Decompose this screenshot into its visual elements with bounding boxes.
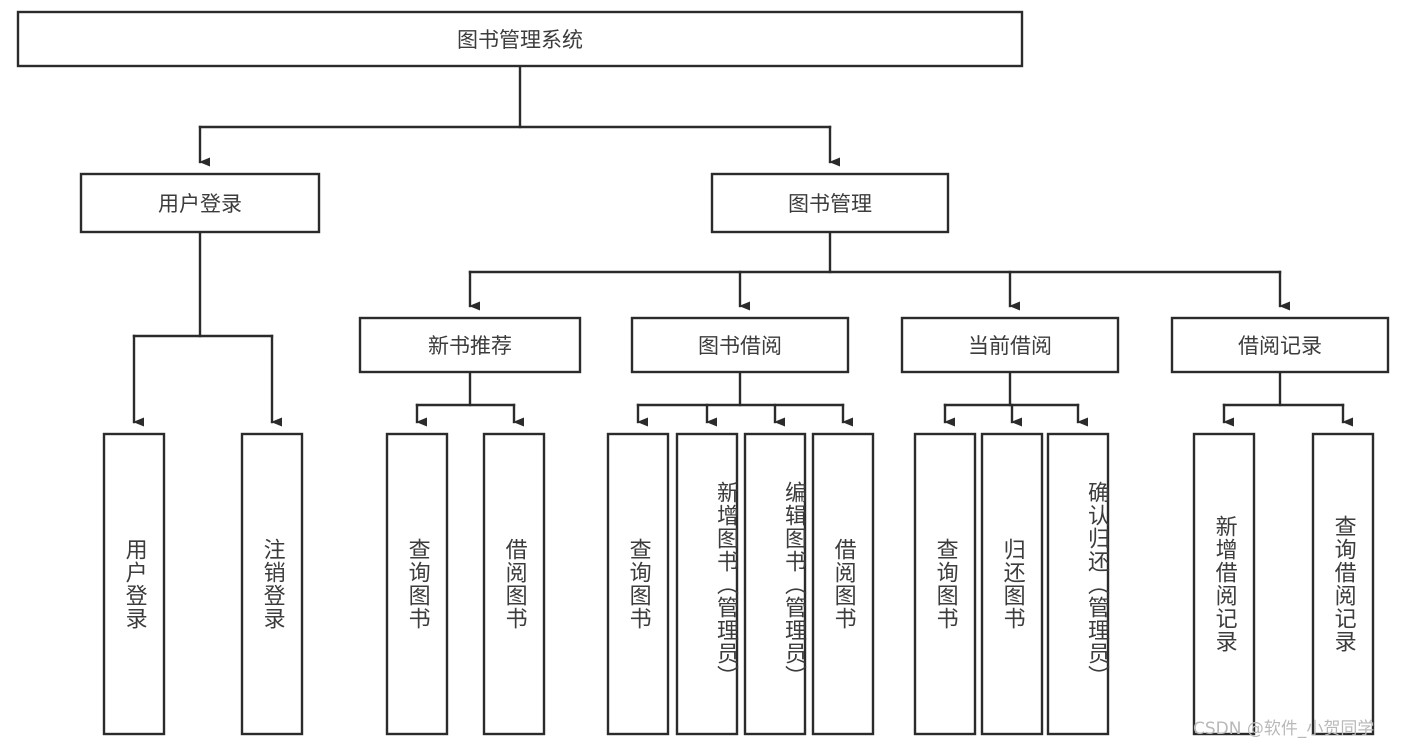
node-leaf-query-book-borrow[interactable]: [606, 432, 670, 736]
connector-c-book-manage-bus: [468, 230, 1290, 311]
node-book-manage[interactable]: 图书管理: [710, 172, 950, 234]
node-label-book-borrow: 图书借阅: [698, 334, 782, 358]
node-label-borrow-record: 借阅记录: [1238, 334, 1322, 358]
node-current-borrow[interactable]: 当前借阅: [900, 316, 1120, 374]
node-label-root: 图书管理系统: [457, 28, 583, 52]
connector-c-book-borrow-bus: [636, 370, 853, 427]
connector-lines-layer: [132, 64, 1353, 427]
node-leaf-query-book-rec[interactable]: [385, 432, 449, 736]
node-leaf-add-book[interactable]: [675, 432, 739, 736]
node-leaf-borrow-book[interactable]: [811, 432, 875, 736]
node-leaf-add-record[interactable]: [1192, 432, 1256, 736]
node-leaf-user-login[interactable]: [102, 432, 166, 736]
node-user-login[interactable]: 用户登录: [79, 172, 321, 234]
node-leaf-query-record[interactable]: [1311, 432, 1375, 736]
node-book-borrow[interactable]: 图书借阅: [630, 316, 850, 374]
node-leaf-return-book[interactable]: [980, 432, 1044, 736]
connector-c-new-book-bus: [415, 370, 524, 427]
connector-c-user-login-bus: [132, 230, 282, 427]
node-leaf-logout[interactable]: [240, 432, 304, 736]
connector-c-borrow-record-bus: [1222, 370, 1353, 427]
node-leaf-confirm-return[interactable]: [1046, 432, 1110, 736]
node-leaf-query-book-cur[interactable]: [913, 432, 977, 736]
node-label-current-borrow: 当前借阅: [968, 334, 1052, 358]
node-leaf-borrow-book-rec[interactable]: [482, 432, 546, 736]
csdn-watermark: CSDN @软件_小贺同学: [1193, 719, 1375, 739]
node-label-new-book-recommend: 新书推荐: [428, 334, 512, 358]
connector-c-root-bus: [198, 64, 840, 167]
node-new-book-recommend[interactable]: 新书推荐: [358, 316, 582, 374]
node-root[interactable]: 图书管理系统: [16, 10, 1024, 68]
node-label-user-login: 用户登录: [158, 192, 242, 216]
node-leaf-edit-book[interactable]: [743, 432, 807, 736]
connector-c-current-borrow-bus: [943, 370, 1088, 427]
node-label-book-manage: 图书管理: [788, 192, 872, 216]
node-borrow-record[interactable]: 借阅记录: [1170, 316, 1390, 374]
